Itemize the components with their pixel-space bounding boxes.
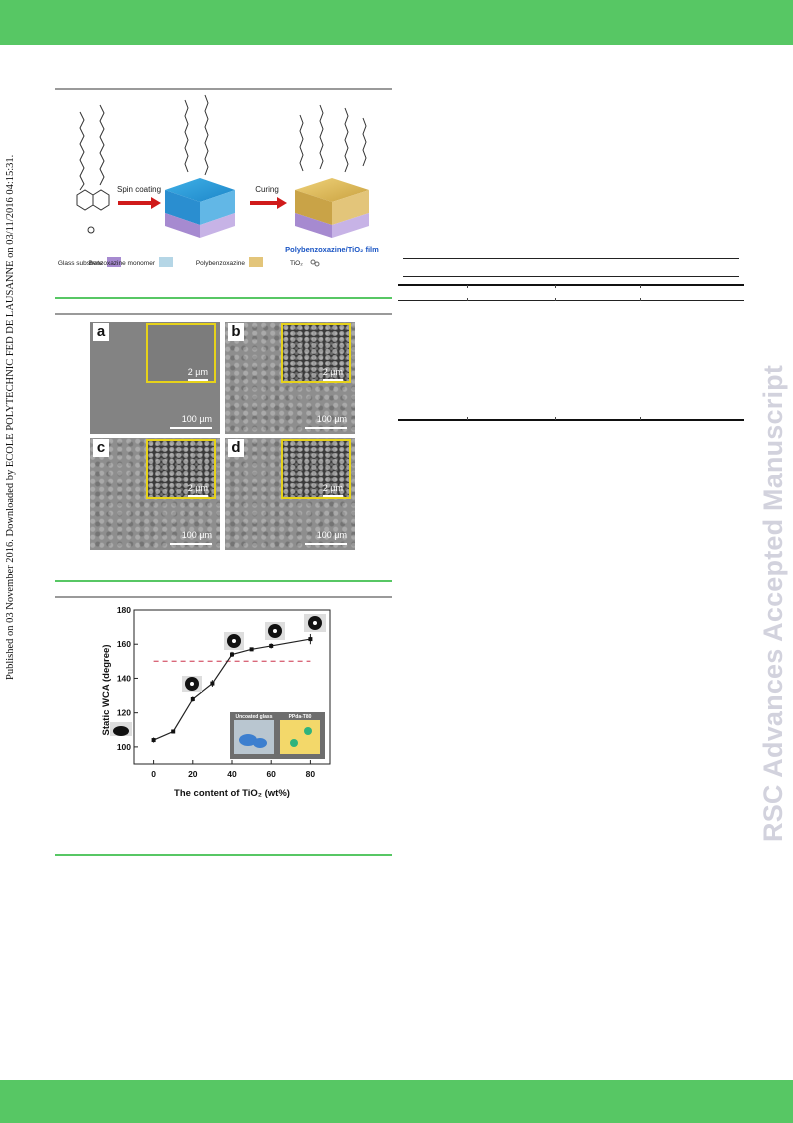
wca-chart: 0 20 40 60 80 100 120 140 160 180 Uncoated glass… <box>100 600 340 810</box>
table-rule-thick <box>398 284 744 286</box>
data-point <box>190 696 195 701</box>
figure-divider <box>55 297 392 299</box>
sem-inset: 2 µm <box>146 323 216 383</box>
coating-photo-inset: Uncoated glass PPda-T80 <box>230 712 325 759</box>
panel-letter: c <box>93 439 109 457</box>
x-tick-label: 0 <box>151 769 156 779</box>
x-tick-label: 60 <box>266 769 276 779</box>
table-col-tick <box>467 417 468 420</box>
inset-scale-label: 2 µm <box>187 367 208 377</box>
data-point <box>249 647 254 652</box>
bottom-banner <box>0 1080 793 1123</box>
scale-bar <box>170 427 212 429</box>
step-label-curing: Curing <box>255 185 279 194</box>
x-axis-label: The content of TiO₂ (wt%) <box>174 788 290 799</box>
monomer-structure <box>76 104 110 234</box>
figure-top-rule <box>55 313 392 315</box>
scale-label: 100 µm <box>316 414 347 424</box>
inset-scale-label: 2 µm <box>187 483 208 493</box>
wca-chart-svg: 0 20 40 60 80 100 120 140 160 180 Uncoated glass… <box>101 605 331 799</box>
table-rule-thick <box>398 419 744 421</box>
table-col-tick <box>555 417 556 420</box>
figure-top-rule <box>55 88 392 90</box>
film-label: Polybenzoxazine/TiO₂ film <box>285 245 379 254</box>
y-tick-label: 120 <box>117 708 131 718</box>
table-rule <box>398 300 744 301</box>
panel-letter: a <box>93 323 109 341</box>
publication-note: Published on 03 November 2016. Downloade… <box>5 154 16 680</box>
table-rule <box>403 276 739 277</box>
panel-letter: d <box>228 439 244 457</box>
sem-panel-a: 2 µm a 100 µm <box>90 322 220 434</box>
sem-inset: 2 µm <box>281 439 351 499</box>
legend-polybenzoxazine: Polybenzoxazine <box>196 260 246 267</box>
figure-top-rule <box>55 596 392 598</box>
scale-label: 100 µm <box>181 414 212 424</box>
cured-block: Polybenzoxazine/TiO₂ film <box>285 104 379 254</box>
legend-glass: Glass substrate <box>58 260 104 267</box>
data-point <box>171 729 176 734</box>
scale-label: 100 µm <box>316 530 347 540</box>
sem-panel-b: 2 µm b 100 µm <box>225 322 355 434</box>
legend-monomer: Benzoxazine monomer <box>89 260 156 267</box>
scale-bar <box>305 427 347 429</box>
y-tick-label: 140 <box>117 673 131 683</box>
panel-letter: b <box>228 323 244 341</box>
photo-label-coated: PPda-T80 <box>289 714 312 720</box>
sem-panel-c: 2 µm c 100 µm <box>90 438 220 550</box>
scale-bar <box>305 543 347 545</box>
table-col-tick <box>467 285 468 288</box>
sem-figure: 2 µm a 100 µm 2 µm b 100 µm 2 µm c 100 µ… <box>90 322 356 550</box>
inset-scale-bar <box>188 379 208 381</box>
figure-divider <box>55 854 392 856</box>
scheme-graphic: Spin coating Curing <box>58 94 379 267</box>
x-tick-label: 40 <box>227 769 237 779</box>
figure-divider <box>55 580 392 582</box>
wca-series-line <box>153 638 311 741</box>
y-tick-label: 180 <box>117 605 131 615</box>
y-axis-label: Static WCA (degree) <box>101 645 112 736</box>
data-point <box>230 652 234 657</box>
inset-scale-bar <box>188 495 208 497</box>
scale-bar <box>170 543 212 545</box>
y-tick-label: 100 <box>117 742 131 752</box>
y-tick-label: 160 <box>117 639 131 649</box>
table-col-tick <box>467 298 468 301</box>
arrow-curing: Curing <box>250 185 287 209</box>
inset-scale-bar <box>323 379 343 381</box>
x-tick-label: 80 <box>306 769 316 779</box>
scale-label: 100 µm <box>181 530 212 540</box>
sem-inset: 2 µm <box>146 439 216 499</box>
table-rule <box>403 258 739 259</box>
scheme-legend: Glass substrate Benzoxazine monomer Poly… <box>58 257 320 267</box>
table-col-tick <box>640 417 641 420</box>
top-banner <box>0 0 793 45</box>
table-col-tick <box>640 285 641 288</box>
table-col-tick <box>555 298 556 301</box>
data-point <box>151 738 156 743</box>
inset-scale-label: 2 µm <box>322 483 343 493</box>
table-col-tick <box>640 298 641 301</box>
data-point <box>210 681 215 686</box>
inset-scale-label: 2 µm <box>322 367 343 377</box>
sem-panel-d: 2 µm d 100 µm <box>225 438 355 550</box>
data-point <box>269 643 274 648</box>
photo-label-uncoated: Uncoated glass <box>236 714 273 720</box>
coated-block <box>165 94 235 238</box>
droplet-images <box>110 614 326 736</box>
arrow-spin-coating: Spin coating <box>117 185 161 209</box>
accepted-manuscript-watermark: RSC Advances Accepted Manuscript <box>758 364 788 842</box>
sem-inset: 2 µm <box>281 323 351 383</box>
table-col-tick <box>555 285 556 288</box>
step-label-spin: Spin coating <box>117 185 161 194</box>
data-point <box>308 637 313 642</box>
legend-tio2: TiO₂ <box>290 260 303 267</box>
x-tick-label: 20 <box>188 769 198 779</box>
scheme-figure: Spin coating Curing <box>55 90 392 296</box>
inset-scale-bar <box>323 495 343 497</box>
